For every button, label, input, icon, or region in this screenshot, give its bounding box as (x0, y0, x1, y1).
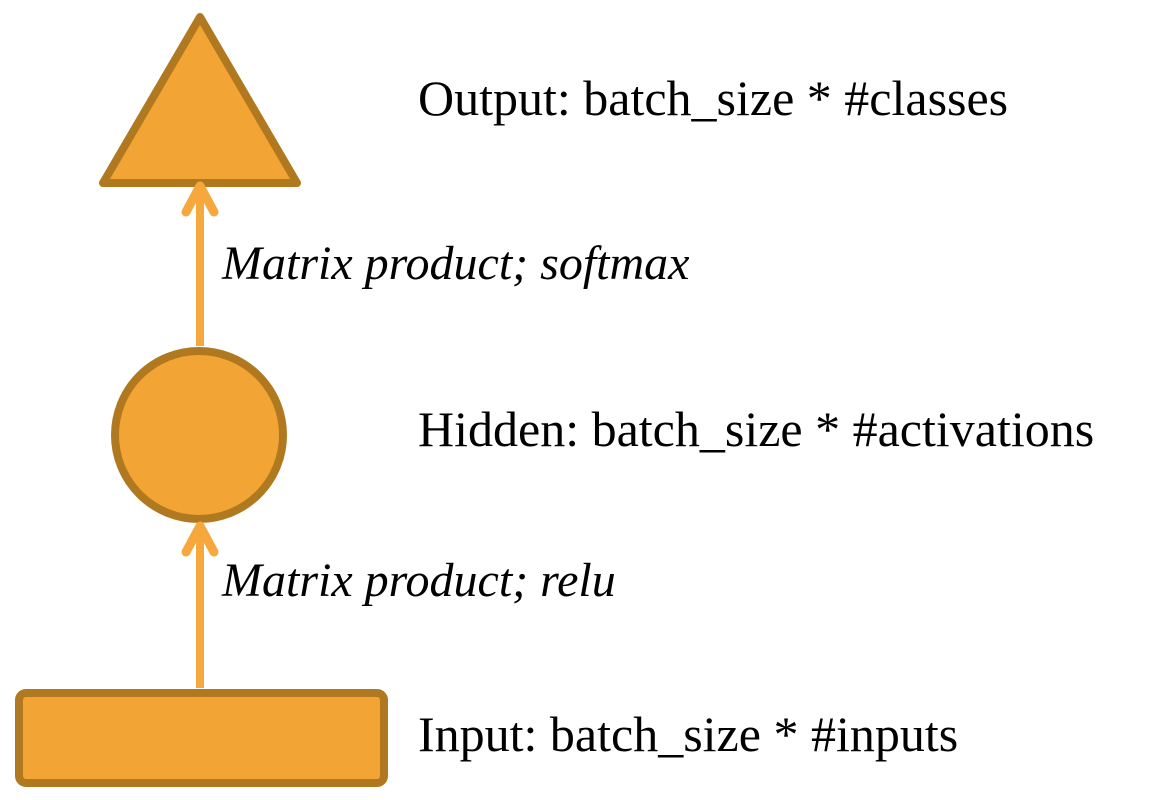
arrow-input-to-hidden-head-icon (181, 521, 219, 557)
arrow-hidden-to-output (181, 181, 219, 346)
hidden-node-label: Hidden: batch_size * #activations (418, 401, 1095, 457)
input-node-rectangle (15, 689, 388, 787)
input-node-label: Input: batch_size * #inputs (418, 706, 959, 762)
output-node-triangle (99, 13, 301, 187)
edge-label-softmax: Matrix product; softmax (222, 237, 690, 290)
hidden-node-circle (111, 347, 287, 523)
arrow-hidden-to-output-head-icon (181, 181, 219, 217)
output-node-label: Output: batch_size * #classes (418, 70, 1009, 126)
arrow-input-to-hidden (181, 521, 219, 688)
edge-label-relu: Matrix product; relu (222, 554, 616, 607)
